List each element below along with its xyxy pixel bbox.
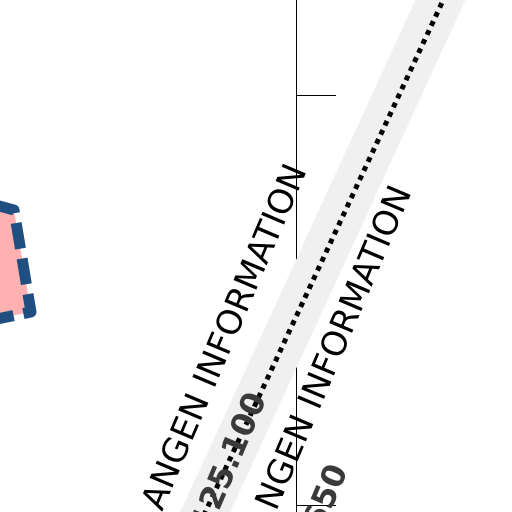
airspace-area bbox=[0, 200, 37, 324]
route-corridor bbox=[180, 0, 466, 512]
route-line[interactable] bbox=[197, 0, 446, 512]
airspace-fill bbox=[0, 207, 31, 319]
grid-line bbox=[296, 0, 336, 512]
airspace-border bbox=[0, 200, 37, 324]
